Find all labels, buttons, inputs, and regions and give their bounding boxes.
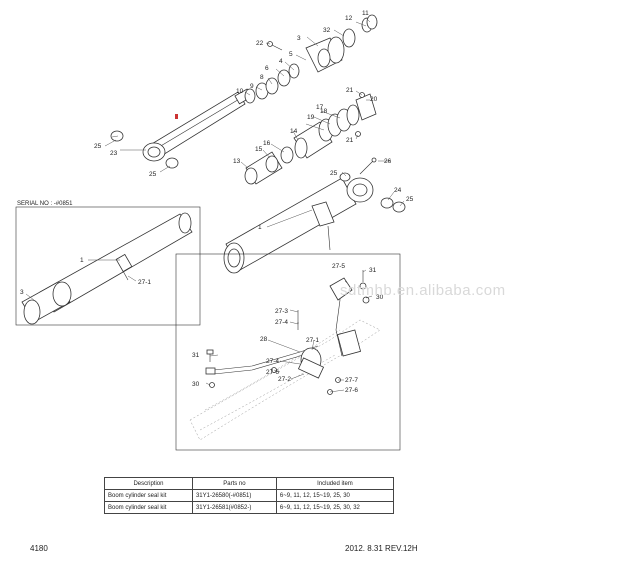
label-21-a: 21 <box>346 87 354 94</box>
label-27-7: 27-7 <box>345 377 358 384</box>
label-32: 32 <box>323 27 331 34</box>
leader-lines <box>25 17 405 393</box>
label-6: 6 <box>265 65 269 72</box>
label-27-5: 27-5 <box>332 263 345 270</box>
tube-assembly <box>223 157 406 274</box>
label-27-6-b: 27-6 <box>345 387 358 394</box>
label-27-4-b: 27-4 <box>266 358 279 365</box>
label-28: 28 <box>260 336 268 343</box>
cell-included-item: 6~9, 11, 12, 15~19, 25, 30, 32 <box>275 501 395 514</box>
label-27-6: 27-6 <box>266 369 279 376</box>
label-9: 9 <box>250 83 254 90</box>
label-11: 11 <box>362 10 369 17</box>
cell-description: Boom cylinder seal kit <box>104 489 193 502</box>
label-30: 30 <box>192 381 200 388</box>
label-15: 15 <box>255 146 263 153</box>
label-25-c: 25 <box>330 170 338 177</box>
label-27-3: 27-3 <box>275 308 288 315</box>
label-27-1: 27-1 <box>306 337 319 344</box>
label-25: 25 <box>406 196 414 203</box>
label-30-top: 30 <box>376 294 384 301</box>
serial-number-label: SERIAL NO : -#0851 <box>17 201 73 207</box>
serial-inset-frame <box>15 206 201 326</box>
table-header-row: Description Parts no Included item <box>104 477 395 490</box>
col-description: Description <box>104 477 193 490</box>
label-8: 8 <box>260 74 264 81</box>
label-19-tag: 19 <box>307 114 315 121</box>
table-row: Boom cylinder seal kit 31Y1-26580(-#0851… <box>104 489 395 502</box>
label-27-4: 27-4 <box>275 319 288 326</box>
serial-inset-cylinder <box>21 212 193 325</box>
label-31-top: 31 <box>369 267 377 274</box>
label-13: 13 <box>233 158 241 165</box>
label-31: 31 <box>192 352 200 359</box>
cell-parts-no: 31Y1-26581(#0852-) <box>191 501 277 514</box>
label-20: 20 <box>370 96 378 103</box>
label-26: 26 <box>384 158 392 165</box>
label-27-1-inset: 27-1 <box>138 279 151 286</box>
label-23: 23 <box>110 150 118 157</box>
label-3: 3 <box>297 35 301 42</box>
label-16-tag: 16 <box>263 140 271 147</box>
table-row: Boom cylinder seal kit 31Y1-26581(#0852-… <box>104 501 395 514</box>
label-25-a: 25 <box>94 143 102 150</box>
rod-assembly <box>110 14 378 169</box>
col-parts-no: Parts no <box>191 477 277 490</box>
label-5: 5 <box>289 51 293 58</box>
col-included-item: Included item <box>275 477 395 490</box>
cell-parts-no: 31Y1-26580(-#0851) <box>191 489 277 502</box>
label-17: 17 <box>316 104 324 111</box>
label-10: 10 <box>236 88 244 95</box>
page-number: 4180 <box>30 544 48 553</box>
label-1-inset: 1 <box>80 257 84 264</box>
watermark: sdtmhb.en.alibaba.com <box>340 282 506 299</box>
label-25-b: 25 <box>149 171 157 178</box>
label-3-inset: 3 <box>20 289 24 296</box>
piping-inset <box>189 270 381 441</box>
label-1: 1 <box>258 224 262 231</box>
label-21-b: 21 <box>346 137 354 144</box>
label-22: 22 <box>256 40 264 47</box>
piping-inset-frame <box>175 253 401 451</box>
label-12: 12 <box>345 15 353 22</box>
seal-kit-table: Description Parts no Included item Boom … <box>104 477 395 514</box>
label-24: 24 <box>394 187 402 194</box>
label-14: 14 <box>290 128 298 135</box>
cell-included-item: 6~9, 11, 12, 15~19, 25, 30 <box>275 489 395 502</box>
revision-date: 2012. 8.31 REV.12H <box>345 544 418 553</box>
part-labels: 11 12 32 3 22 5 4 6 8 9 10 25 23 25 21 2… <box>20 10 414 394</box>
cell-description: Boom cylinder seal kit <box>104 501 193 514</box>
label-27-2: 27-2 <box>278 376 291 383</box>
piston-assembly <box>244 92 377 185</box>
label-4: 4 <box>279 58 283 65</box>
label-18: 18 <box>320 108 328 115</box>
